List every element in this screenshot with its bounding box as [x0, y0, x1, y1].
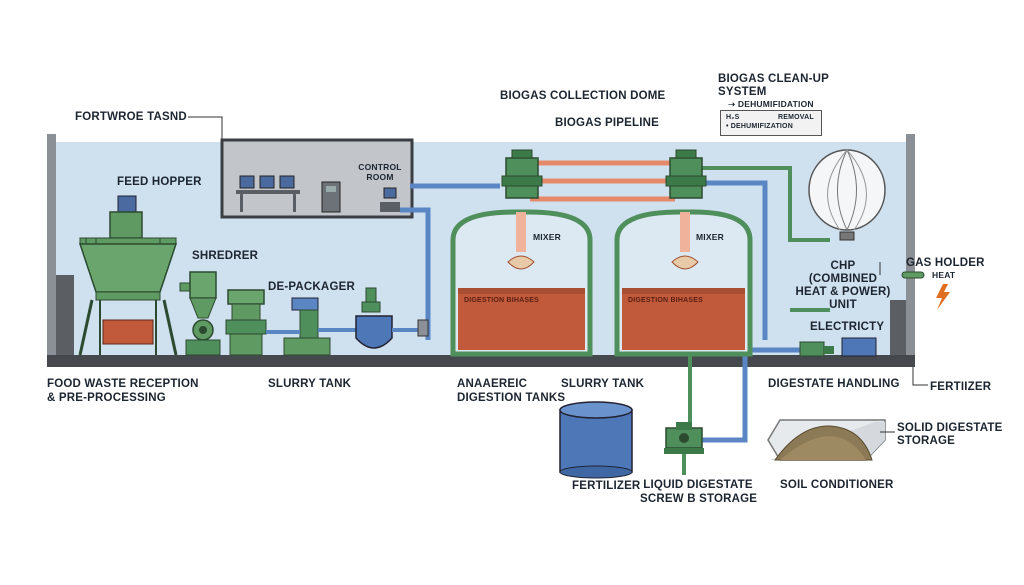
cleanup-removal-label: REMOVAL — [778, 114, 814, 121]
fertilizer-bottom-label: FERTILIZER — [572, 480, 641, 492]
electricity-label: ELECTRICTY — [810, 321, 885, 333]
chp-label-line1: CHP — [830, 260, 856, 272]
floor-left-shade — [56, 275, 74, 355]
shredder — [179, 271, 221, 356]
cleanup-removal-box — [720, 110, 822, 136]
blue-pipes — [400, 180, 830, 443]
left-wall — [47, 134, 56, 366]
floor — [47, 355, 915, 367]
screw-pump — [664, 422, 704, 475]
cleanup-h2s-label: H₂S — [726, 114, 740, 121]
biogas-cleanup-label-line1: BIOGAS CLEAN-UP — [718, 73, 829, 85]
cleanup-dehumification-label: • DEHUMIFIZATION — [726, 123, 793, 130]
slurry-tank-label-2: SLURRY TANK — [561, 378, 645, 390]
chp-label-line3: HEAT & POWER) — [795, 286, 891, 298]
digestion-tank-1 — [450, 149, 593, 357]
soil-conditioner-label: SOIL CONDITIONER — [780, 479, 894, 491]
liquid-digestate-label-line2: SCREW B STORAGE — [640, 493, 758, 505]
slurry-pump — [266, 297, 360, 356]
biogas-orange-pipes — [530, 160, 675, 202]
control-room-label-line2: ROOM — [366, 172, 394, 182]
fertilizer-leader-line — [912, 367, 928, 386]
feed-hopper-label: FEED HOPPER — [117, 176, 202, 188]
digestion-phases-2-label: DIGESTION BIHASES — [628, 297, 703, 304]
liquid-digestate-tank — [559, 401, 633, 479]
digestate-handling-label: DIGESTATE HANDLING — [768, 378, 900, 390]
digestion-tank-2 — [614, 149, 753, 357]
biogas-cleanup-label-line2: SYSTEM — [718, 86, 767, 98]
fertilizer-right-label: FERTIIZER — [930, 381, 992, 393]
solid-digestate-label-line1: SOLID DIGESTATE — [897, 422, 1003, 434]
title-leader-line — [188, 116, 223, 140]
gas-holder-label: GAS HOLDER — [906, 257, 985, 269]
mixer-1-label: MIXER — [533, 232, 561, 242]
control-room-label-line1: CONTROL — [358, 162, 402, 172]
chp-generator — [799, 337, 877, 357]
anaerobic-label-line1: ANAAEREIC — [457, 378, 528, 390]
de-packager — [225, 289, 267, 356]
plant-title-label: FORTWROE TASND — [75, 111, 187, 123]
digestion-phases-1-label: DIGESTION BIHASES — [464, 297, 539, 304]
reception-label-line1: FOOD WASTE RECEPTION — [47, 378, 199, 390]
slurry-tank-vessel — [355, 287, 429, 349]
gas-holder-balloon — [808, 149, 886, 241]
control-room — [220, 138, 414, 219]
liquid-digestate-label-line1: LIQUID DIGESTATE — [643, 479, 753, 491]
shredder-label: SHREDRER — [192, 250, 259, 262]
chp-label-line4: UNIT — [829, 299, 857, 311]
anaerobic-label-line2: DIGESTION TANKS — [457, 392, 566, 404]
chp-label-line2: (COMBINED — [808, 273, 878, 285]
right-wall — [906, 134, 915, 366]
mixer-2-label: MIXER — [696, 232, 724, 242]
heat-indicator — [879, 262, 950, 310]
feed-hopper — [78, 195, 178, 356]
biogas-collection-dome-label: BIOGAS COLLECTION DOME — [500, 90, 666, 102]
heat-label: HEAT — [932, 270, 956, 280]
biogas-pipeline-label: BIOGAS PIPELINE — [555, 117, 659, 129]
reception-label-line2: & PRE-PROCESSING — [47, 392, 166, 404]
solid-digestate-storage — [767, 419, 886, 461]
slurry-tank-label-1: SLURRY TANK — [268, 378, 352, 390]
floor-right-shade — [890, 300, 906, 355]
de-packager-label: DE-PACKAGER — [268, 281, 355, 293]
cleanup-dehumidification-label: ➝ DEHUMIFIDATION — [728, 99, 814, 109]
solid-digestate-label-line2: STORAGE — [897, 435, 956, 447]
